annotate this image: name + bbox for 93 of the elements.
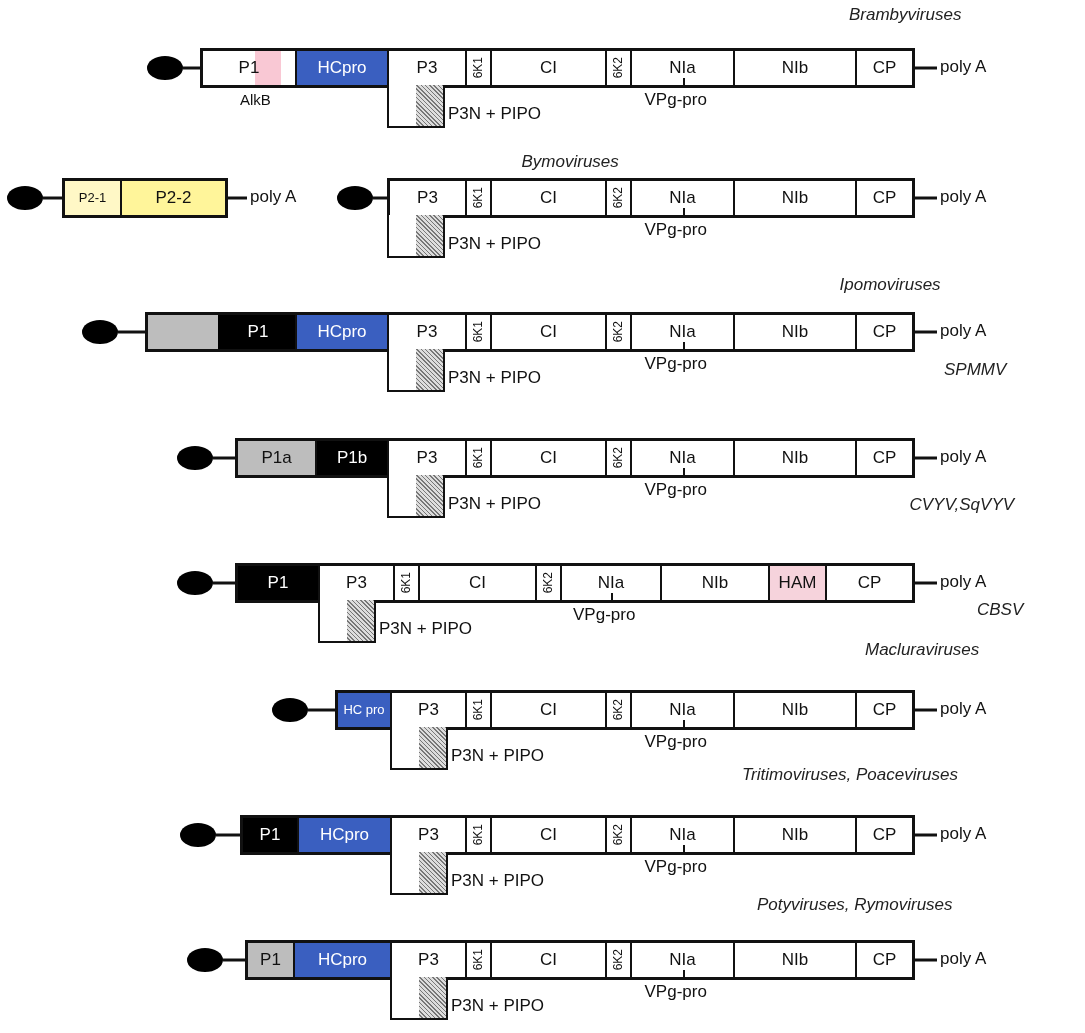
frame-label: P3N + PIPO (448, 368, 542, 388)
connector-line (915, 708, 937, 712)
cap-circle (272, 698, 308, 722)
protein-segment: HCpro (295, 51, 387, 85)
group-label: Ipomoviruses (839, 275, 941, 295)
poly-a-label: poly A (940, 572, 987, 592)
poly-a-label: poly A (940, 447, 987, 467)
cleavage-label: VPg-pro (644, 354, 707, 374)
reading-frame-box (390, 727, 448, 770)
genome-bar (62, 178, 228, 218)
connector-line (118, 330, 145, 334)
reading-frame-box (390, 852, 448, 895)
connector-line (915, 581, 937, 585)
cleavage-label: VPg-pro (644, 857, 707, 877)
genome-bar (240, 815, 915, 855)
connector-line (183, 66, 200, 70)
reading-frame-box (387, 215, 445, 258)
genome-bar (200, 48, 915, 88)
group-label: Tritimoviruses, Poaceviruses (742, 765, 959, 785)
connector-line (213, 581, 235, 585)
frame-label: P3N + PIPO (448, 104, 542, 124)
cleavage-label: VPg-pro (573, 605, 636, 625)
connector-line (223, 958, 245, 962)
poly-a-label: poly A (940, 824, 987, 844)
cap-circle (177, 571, 213, 595)
connector-line (915, 330, 937, 334)
cap-circle (147, 56, 183, 80)
protein-segment: HCpro (297, 818, 390, 852)
connector-line (228, 196, 247, 200)
poly-a-label: poly A (940, 699, 987, 719)
protein-segment: HCpro (295, 315, 387, 349)
cap-circle (180, 823, 216, 847)
connector-line (43, 196, 62, 200)
genome-bar (145, 312, 915, 352)
group-label: CBSV (977, 600, 1024, 620)
genome-bar (235, 438, 915, 478)
poly-a-label: poly A (940, 57, 987, 77)
protein-segment: P2-1 (65, 181, 120, 215)
frame-label: P3N + PIPO (448, 234, 542, 254)
group-label: SPMMV (944, 360, 1007, 380)
cleavage-label: VPg-pro (644, 90, 707, 110)
connector-line (373, 196, 387, 200)
group-label: Macluraviruses (865, 640, 980, 660)
frame-label: P3N + PIPO (451, 746, 545, 766)
reading-frame-box (318, 600, 376, 643)
poly-a-label: poly A (940, 187, 987, 207)
cap-circle (187, 948, 223, 972)
reading-frame-box (387, 475, 445, 518)
frame-label: P3N + PIPO (451, 871, 545, 891)
group-label: Potyviruses, Rymoviruses (757, 895, 953, 915)
genome-bar (245, 940, 915, 980)
protein-segment: P1b (315, 441, 387, 475)
connector-line (915, 833, 937, 837)
protein-segment: P1 (238, 566, 318, 600)
poly-a-label: poly A (940, 949, 987, 969)
frame-label: P3N + PIPO (451, 996, 545, 1016)
protein-segment: P1 (248, 943, 293, 977)
reading-frame-box (387, 85, 445, 128)
genome-bar (235, 563, 915, 603)
poly-a-label: poly A (940, 321, 987, 341)
connector-line (216, 833, 240, 837)
connector-line (915, 958, 937, 962)
cap-circle (7, 186, 43, 210)
connector-line (213, 456, 235, 460)
cap-circle (82, 320, 118, 344)
frame-label: P3N + PIPO (379, 619, 473, 639)
connector-line (915, 456, 937, 460)
protein-segment: P1 (243, 818, 297, 852)
protein-segment: HCpro (293, 943, 390, 977)
protein-segment: HC pro (338, 693, 390, 727)
cap-circle (337, 186, 373, 210)
domain-label: AlkB (240, 91, 271, 108)
group-label: CVYV,SqVYV (909, 495, 1015, 515)
connector-line (915, 66, 937, 70)
cleavage-label: VPg-pro (644, 480, 707, 500)
protein-segment: HAM (768, 566, 825, 600)
cleavage-label: VPg-pro (644, 732, 707, 752)
protein-segment: P1a (238, 441, 315, 475)
protein-segment: P1 (148, 315, 295, 349)
cap-circle (177, 446, 213, 470)
connector-line (308, 708, 335, 712)
frame-label: P3N + PIPO (448, 494, 542, 514)
group-label: Brambyviruses (849, 5, 962, 25)
genome-bar (335, 690, 915, 730)
genome-bar (387, 178, 915, 218)
reading-frame-box (390, 977, 448, 1020)
poly-a-label: poly A (250, 187, 297, 207)
reading-frame-box (387, 349, 445, 392)
cleavage-label: VPg-pro (644, 982, 707, 1002)
protein-segment: P2-2 (120, 181, 225, 215)
group-label: Bymoviruses (521, 152, 619, 172)
connector-line (915, 196, 937, 200)
cleavage-label: VPg-pro (644, 220, 707, 240)
